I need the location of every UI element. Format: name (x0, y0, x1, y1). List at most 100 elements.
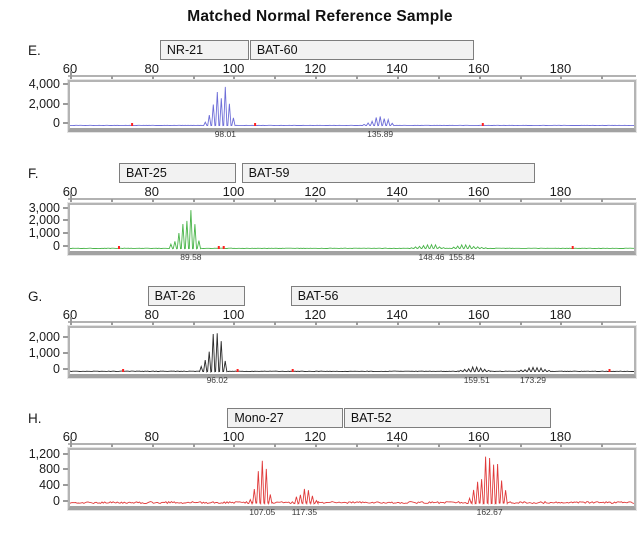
x-tick-label: 160 (467, 184, 490, 199)
y-tick (63, 484, 68, 487)
y-tick-label: 2,000 (28, 213, 60, 228)
x-tick (519, 444, 522, 449)
x-tick (560, 322, 563, 327)
x-tick-label: 100 (222, 307, 245, 322)
marker-range-bat-56: BAT-56 (290, 286, 621, 306)
x-tick (274, 76, 277, 81)
peak-size-label: 162.67 (476, 507, 503, 517)
x-tick (601, 322, 604, 327)
peak-size-label: 148.46 (418, 252, 445, 262)
x-tick (478, 76, 481, 81)
x-axis-ruler (68, 321, 636, 323)
y-tick-label: 3,000 (28, 200, 60, 215)
peak-size-label: 107.05 (249, 507, 276, 517)
x-tick-label: 80 (144, 429, 159, 444)
x-tick (437, 444, 440, 449)
x-tick-label: 180 (549, 307, 572, 322)
x-tick (274, 444, 277, 449)
panel-letter: H. (28, 411, 42, 426)
x-tick (519, 76, 522, 81)
peak-size-label: 96.02 (206, 375, 228, 385)
x-tick-label: 60 (62, 429, 78, 444)
y-tick (63, 352, 68, 355)
x-tick (192, 322, 195, 327)
peak-size-label: 135.89 (367, 129, 394, 139)
x-tick-label: 80 (144, 307, 159, 322)
peak-size-label: 159.51 (463, 375, 490, 385)
y-tick-label: 2,000 (28, 330, 60, 345)
y-tick-label: 400 (39, 478, 60, 493)
y-tick-label: 800 (39, 462, 60, 477)
y-tick (63, 245, 68, 247)
panel-letter: F. (28, 166, 39, 181)
x-tick (151, 199, 154, 204)
y-tick (63, 468, 68, 471)
marker-range-bat-52: BAT-52 (343, 408, 552, 428)
x-tick-label: 140 (386, 61, 408, 76)
x-tick (601, 199, 604, 204)
marker-range-bat-59: BAT-59 (241, 163, 535, 183)
marker-range-bat-26: BAT-26 (147, 286, 245, 306)
y-tick (63, 83, 68, 86)
x-tick (356, 444, 359, 449)
x-tick (110, 322, 113, 327)
x-tick-label: 120 (304, 61, 327, 76)
red-offscale-mark (131, 123, 134, 126)
marker-range-nr-21: NR-21 (159, 40, 249, 60)
x-tick-label: 80 (144, 184, 159, 199)
x-tick-label: 120 (304, 307, 327, 322)
x-tick (396, 199, 399, 204)
marker-range-bat-60: BAT-60 (249, 40, 474, 60)
x-tick-label: 100 (222, 61, 245, 76)
x-tick (192, 76, 195, 81)
x-tick (396, 76, 399, 81)
x-tick (315, 199, 318, 204)
x-tick (356, 76, 359, 81)
x-tick (519, 322, 522, 327)
x-tick (151, 444, 154, 449)
y-tick (63, 232, 68, 235)
trace-plot-area (68, 203, 636, 255)
y-tick (63, 122, 68, 124)
x-tick (70, 439, 72, 449)
x-tick-label: 160 (467, 61, 490, 76)
y-tick (63, 102, 68, 105)
x-tick (560, 444, 563, 449)
x-tick-label: 120 (304, 184, 327, 199)
y-tick-label: 0 (53, 239, 60, 253)
x-tick (151, 322, 154, 327)
x-tick (478, 444, 481, 449)
x-tick (274, 199, 277, 204)
x-tick-label: 60 (62, 307, 78, 322)
red-offscale-mark (291, 369, 294, 372)
trace-path (70, 333, 634, 374)
x-tick (110, 76, 113, 81)
y-tick-label: 0 (53, 116, 60, 130)
trace-plot-area (68, 80, 636, 132)
marker-range-bat-25: BAT-25 (119, 163, 237, 183)
peak-size-label: 89.58 (180, 252, 202, 262)
y-tick (63, 452, 68, 455)
x-tick (437, 76, 440, 81)
y-tick (63, 368, 68, 370)
y-tick-label: 0 (53, 362, 60, 376)
x-tick (478, 322, 481, 327)
red-offscale-mark (608, 369, 611, 372)
x-tick (437, 322, 440, 327)
x-tick-label: 180 (549, 61, 572, 76)
x-tick (356, 199, 359, 204)
peak-size-label: 98.01 (214, 129, 236, 139)
x-tick-label: 140 (386, 307, 408, 322)
trace-plot-area (68, 326, 636, 378)
trace-red (70, 456, 634, 506)
y-tick (63, 500, 68, 502)
peak-size-label: 117.35 (291, 507, 318, 517)
x-tick (110, 199, 113, 204)
y-tick (63, 219, 68, 222)
peak-size-label: 173.29 (520, 375, 546, 385)
x-tick (233, 76, 236, 81)
x-tick (110, 444, 113, 449)
x-tick (396, 444, 399, 449)
red-offscale-mark (481, 123, 484, 126)
